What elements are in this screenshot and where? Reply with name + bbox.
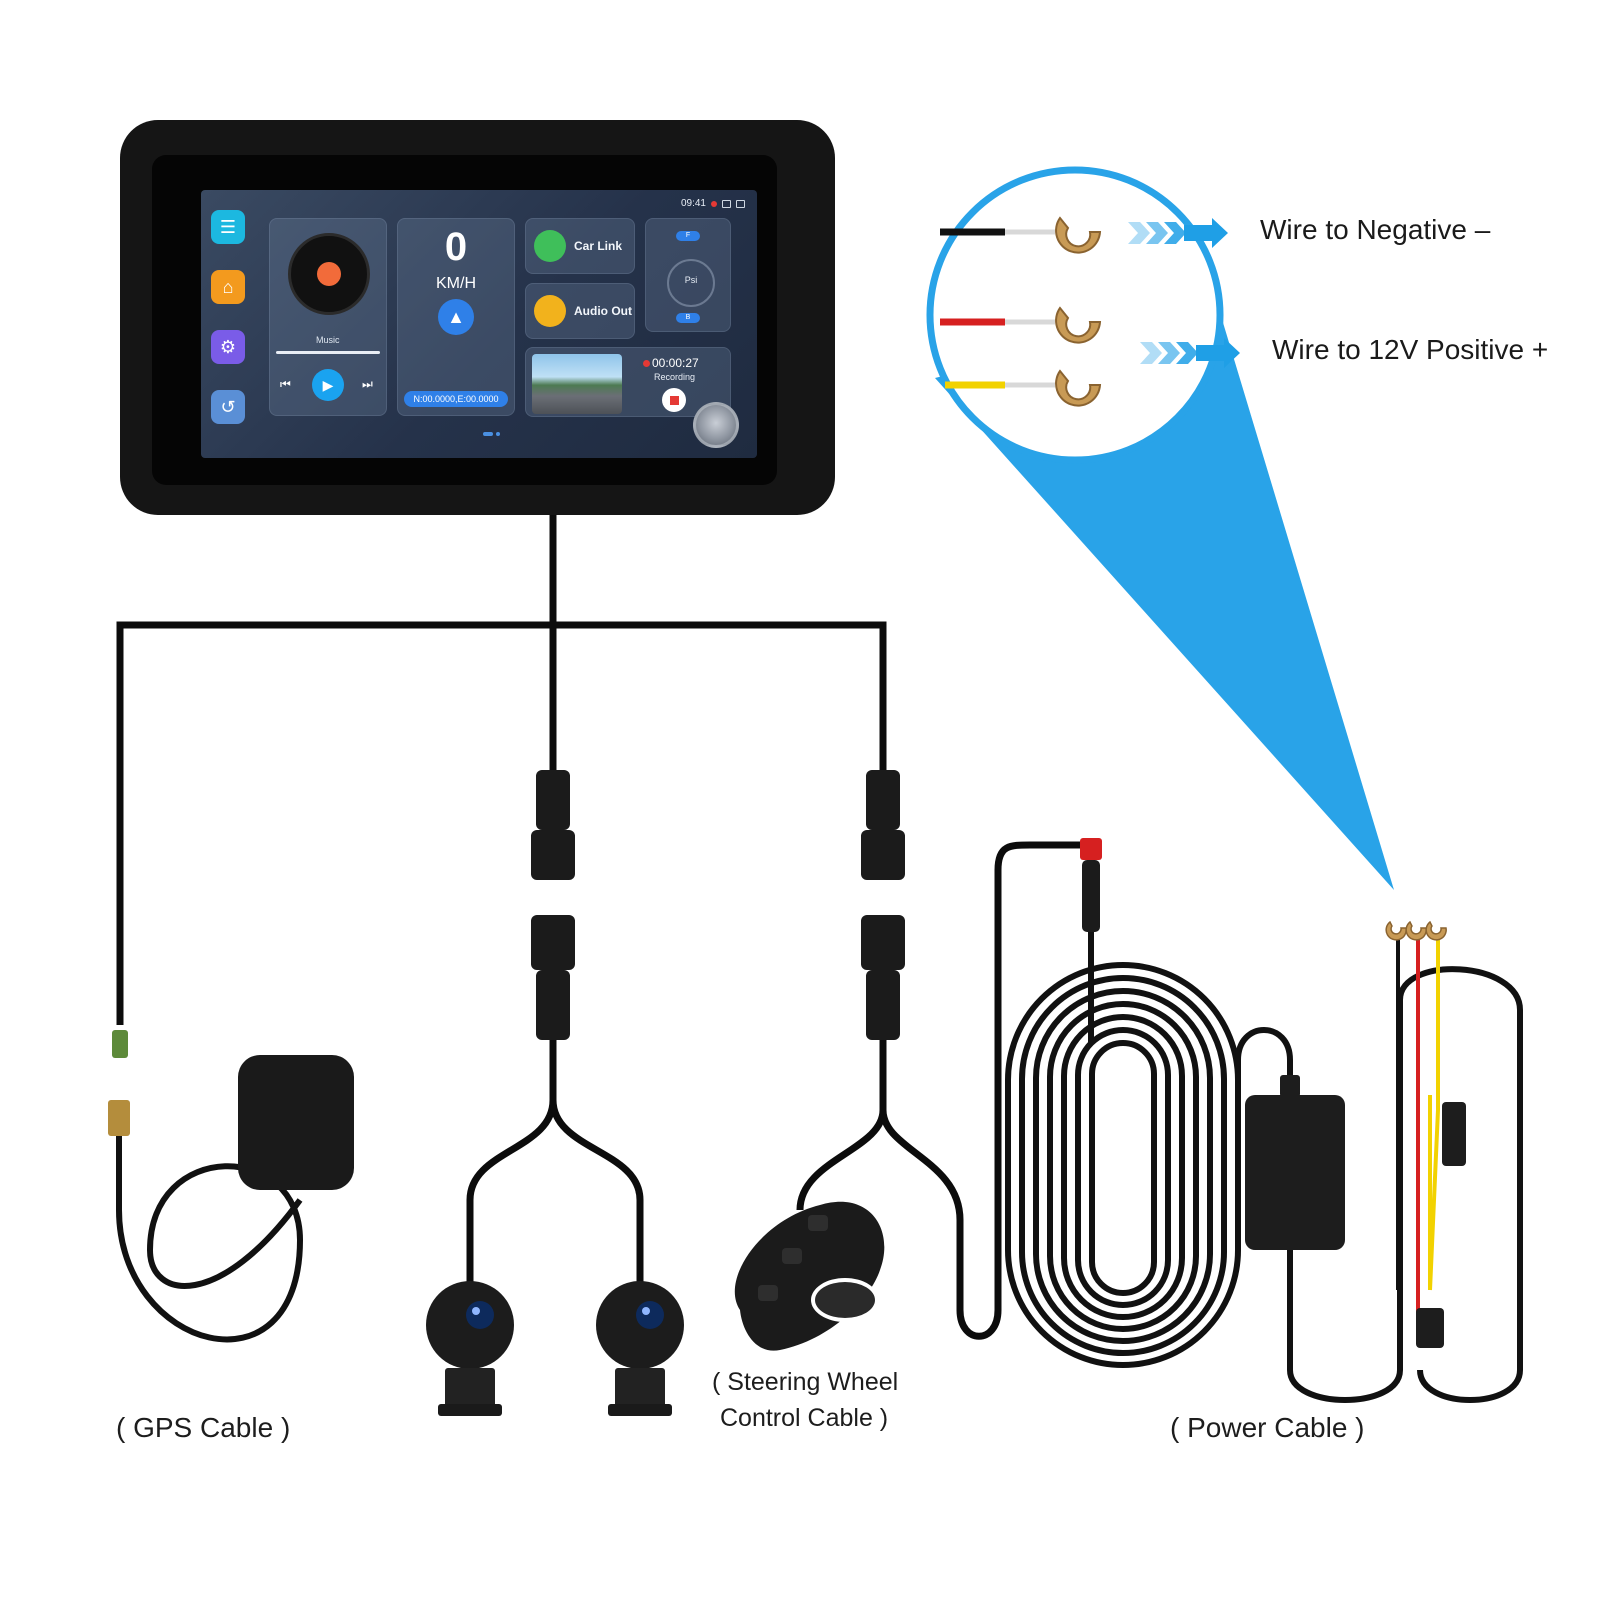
camera-right [596, 1281, 684, 1416]
spade-terminal-icons [1055, 216, 1102, 407]
signal-icon [722, 199, 731, 208]
front-tire-badge: F [676, 231, 700, 241]
power-cable [1005, 838, 1523, 1403]
tire-pressure-card[interactable]: F Psi B [645, 218, 731, 332]
status-bar: 09:41 [681, 198, 745, 209]
wire-negative-label: Wire to Negative – [1260, 214, 1491, 245]
settings-icon[interactable]: ⚙ [211, 330, 245, 364]
stop-recording-button[interactable] [662, 388, 686, 412]
recording-card[interactable]: 00:00:27 Recording [525, 347, 731, 417]
tire-gauge-icon: Psi [667, 259, 715, 307]
camera-left [426, 1281, 514, 1416]
status-time: 09:41 [680, 198, 706, 209]
power-cable-label: ( Power Cable ) [1170, 1412, 1365, 1443]
previous-track-icon[interactable]: ⏮ [280, 377, 291, 391]
car-link-card[interactable]: Car Link [525, 218, 635, 274]
car-link-label: Car Link [574, 239, 623, 253]
play-button-icon[interactable]: ▶ [312, 369, 344, 401]
arrow-negative-icon [1128, 218, 1228, 248]
camera-preview [532, 354, 622, 414]
car-link-icon [534, 230, 566, 262]
arrow-positive-icon [1140, 338, 1240, 368]
display-screen: 09:41 ☰ ⌂ ⚙ ↺ Music ⏮ ▶ ⏭ 0 KM/H ▲ N:00.… [201, 190, 757, 458]
cable-tree [116, 515, 887, 1025]
steering-cable-label-line1: ( Steering Wheel [712, 1368, 899, 1396]
steering-control [734, 1201, 885, 1351]
back-icon[interactable]: ↺ [211, 390, 245, 424]
record-indicator-icon [711, 200, 717, 207]
wifi-icon [736, 199, 745, 208]
home-icon[interactable]: ⌂ [211, 270, 245, 304]
floating-assistive-button[interactable] [693, 402, 739, 448]
tire-unit: Psi [684, 275, 698, 285]
vinyl-record-icon [288, 233, 370, 315]
gps-coordinates: N:00.0000,E:00.0000 [404, 391, 508, 407]
menu-icon[interactable]: ☰ [211, 210, 245, 244]
audio-out-label: Audio Out [574, 304, 632, 318]
gps-antenna [108, 1030, 354, 1343]
recording-label: Recording [654, 372, 696, 382]
wire-positive-label: Wire to 12V Positive + [1272, 334, 1549, 365]
music-card[interactable]: Music ⏮ ▶ ⏭ [269, 218, 387, 416]
camera-cables [466, 841, 1080, 1340]
steering-cable-label-line2: Control Cable ) [720, 1404, 889, 1432]
callout-wires [940, 228, 1055, 389]
gps-cable-label: ( GPS Cable ) [116, 1412, 291, 1443]
navigation-arrow-icon: ▲ [438, 299, 474, 335]
audio-out-card[interactable]: Audio Out [525, 283, 635, 339]
rear-tire-badge: B [676, 313, 700, 323]
music-progress[interactable] [276, 351, 380, 354]
camera-connectors [531, 770, 905, 1040]
audio-out-icon [534, 295, 566, 327]
speed-value: 0 [444, 225, 468, 269]
speed-card[interactable]: 0 KM/H ▲ N:00.0000,E:00.0000 [397, 218, 515, 416]
recording-time: 00:00:27 [652, 356, 699, 370]
rec-dot-icon [643, 360, 650, 367]
next-track-icon[interactable]: ⏭ [362, 377, 373, 391]
speed-unit: KM/H [436, 275, 476, 292]
page-indicator [483, 432, 500, 436]
music-label: Music [316, 335, 340, 345]
callout-circle [926, 166, 1224, 464]
